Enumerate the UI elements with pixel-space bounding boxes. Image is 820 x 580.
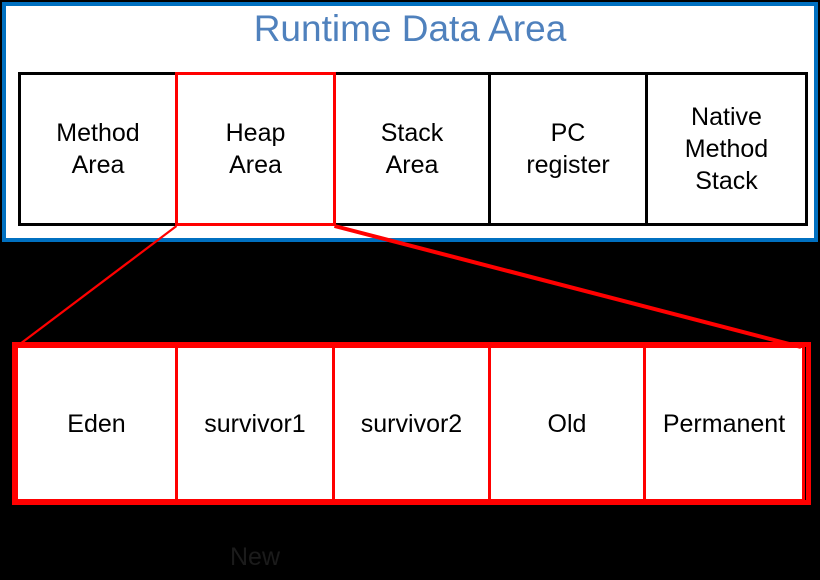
zoom-cone-left-line	[15, 225, 178, 348]
cell-native-method-stack: Native Method Stack	[645, 72, 808, 226]
cell-survivor1-label: survivor1	[204, 409, 306, 438]
cell-eden: Eden	[15, 345, 178, 502]
new-generation-label: New	[230, 543, 281, 571]
cell-old: Old	[488, 345, 646, 502]
cell-survivor1: survivor1	[175, 345, 335, 502]
cell-pc-register: PC register	[488, 72, 648, 226]
cell-survivor2: survivor2	[332, 345, 491, 502]
runtime-data-area-title: Runtime Data Area	[253, 8, 567, 49]
cell-permanent-label: Permanent	[662, 409, 786, 438]
cell-native-method-stack-label: Native Method Stack	[684, 103, 769, 195]
cell-survivor2-label: survivor2	[360, 409, 463, 438]
cell-stack-area-label: Stack Area	[380, 119, 444, 179]
cell-stack-area: Stack Area	[333, 72, 491, 226]
cell-method-area-label: Method Area	[56, 119, 140, 179]
cell-old-label: Old	[547, 409, 587, 438]
cell-eden-label: Eden	[67, 409, 126, 438]
cell-heap-area-label: Heap Area	[225, 119, 286, 179]
cell-pc-register-label: PC register	[526, 119, 610, 179]
cell-method-area: Method Area	[18, 72, 178, 226]
zoom-cone-right-line	[333, 224, 802, 349]
cell-permanent: Permanent	[643, 345, 805, 502]
cell-heap-area-highlighted: Heap Area	[175, 72, 336, 226]
